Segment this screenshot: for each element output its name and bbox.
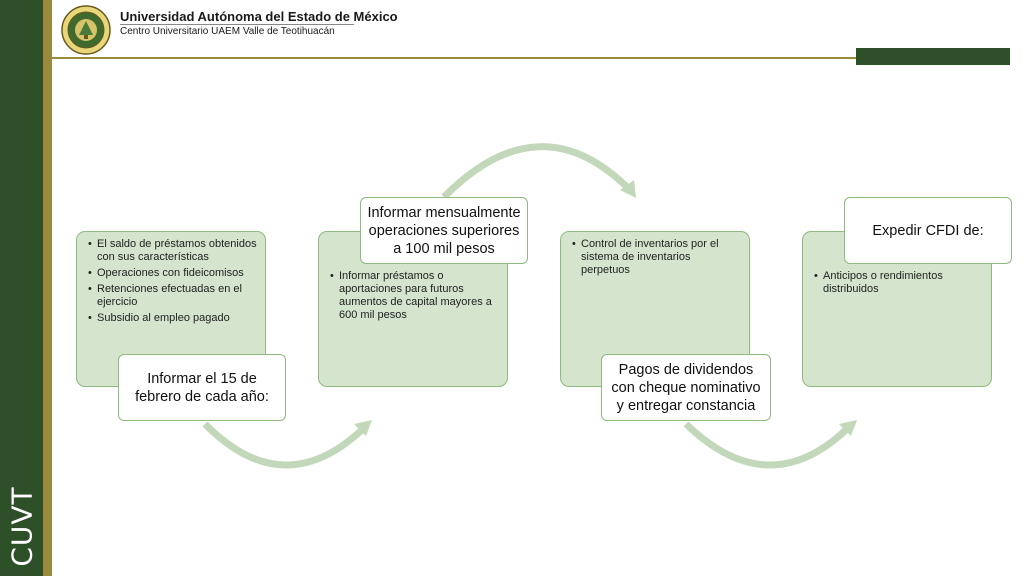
arrowhead-1: [354, 420, 372, 436]
list-item: Control de inventarios por el sistema de…: [572, 238, 741, 277]
list-item: Retenciones efectuadas en el ejercicio: [88, 283, 257, 309]
arrowhead-3: [839, 420, 857, 436]
arrowhead-2: [620, 180, 636, 198]
list-item: Operaciones con fideicomisos: [88, 267, 257, 280]
university-name: Universidad Autónoma del Estado de Méxic…: [120, 9, 398, 24]
step-label-2: Informar mensualmente operaciones superi…: [360, 197, 528, 264]
campus-name: Centro Universitario UAEM Valle de Teoti…: [120, 26, 335, 37]
list-item: Anticipos o rendimientos distribuidos: [814, 270, 983, 296]
list-item: El saldo de préstamos obtenidos con sus …: [88, 238, 257, 264]
arrow-1-to-2: [202, 421, 369, 469]
step-1-list: El saldo de préstamos obtenidos con sus …: [85, 238, 257, 325]
header-divider: [120, 24, 354, 25]
step-label-1: Informar el 15 de febrero de cada año:: [118, 354, 286, 421]
step-2-list: Informar préstamos o aportaciones para f…: [327, 270, 499, 322]
arrow-3-to-4: [683, 421, 853, 469]
university-seal-icon: [61, 5, 111, 55]
list-item: Subsidio al empleo pagado: [88, 312, 257, 325]
arrow-2-to-3: [441, 143, 633, 200]
list-item: Informar préstamos o aportaciones para f…: [330, 270, 499, 322]
sidebar-stripe: [43, 0, 52, 576]
step-3-list: Control de inventarios por el sistema de…: [569, 238, 741, 277]
header-accent-bar: [856, 48, 1010, 65]
step-label-4: Expedir CFDI de:: [844, 197, 1012, 264]
header-line: [52, 57, 1010, 59]
step-label-3: Pagos de dividendos con cheque nominativ…: [601, 354, 771, 421]
sidebar: [0, 0, 43, 576]
step-4-list: Anticipos o rendimientos distribuidos: [811, 270, 983, 296]
